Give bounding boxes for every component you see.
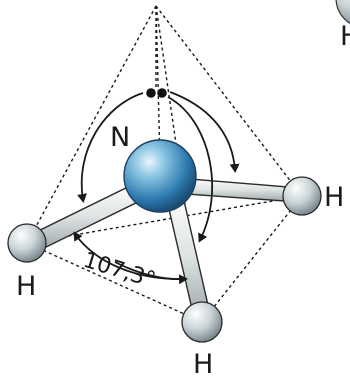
arrow-to-left-bond [77, 92, 144, 203]
hydrogen-bottom [181, 301, 223, 343]
edge-apex-right [155, 5, 303, 197]
nitrogen-atom [123, 139, 197, 213]
repulsion-arrows [77, 91, 240, 243]
bonds [27, 177, 301, 323]
edge-apex-left [26, 5, 157, 244]
arrow-to-bottom-bond [167, 96, 213, 243]
arrow-to-right-bond [169, 91, 240, 173]
hydrogen-left-label: H [16, 271, 36, 302]
edge-left-bottom [26, 242, 203, 323]
bond-angle-arc [73, 231, 188, 285]
hydrogen-right-label: H [324, 182, 344, 213]
hydrogen-right [282, 176, 322, 216]
partial-hydrogen-label: H [340, 21, 350, 52]
partial-hydrogen-atom: H [335, 0, 350, 52]
lone-pair-electrons [146, 88, 167, 98]
hydrogen-bottom-label: H [193, 349, 213, 380]
bond-angle-label: 107,3° [80, 248, 158, 294]
edge-right-bottom [201, 195, 303, 323]
hydrogen-left [7, 223, 47, 263]
hydrogen-atoms [7, 176, 322, 343]
edge-apex-center [155, 5, 161, 161]
bond-n-h-right [176, 177, 301, 203]
edge-left-right [26, 195, 303, 244]
nitrogen-label: N [110, 122, 130, 153]
